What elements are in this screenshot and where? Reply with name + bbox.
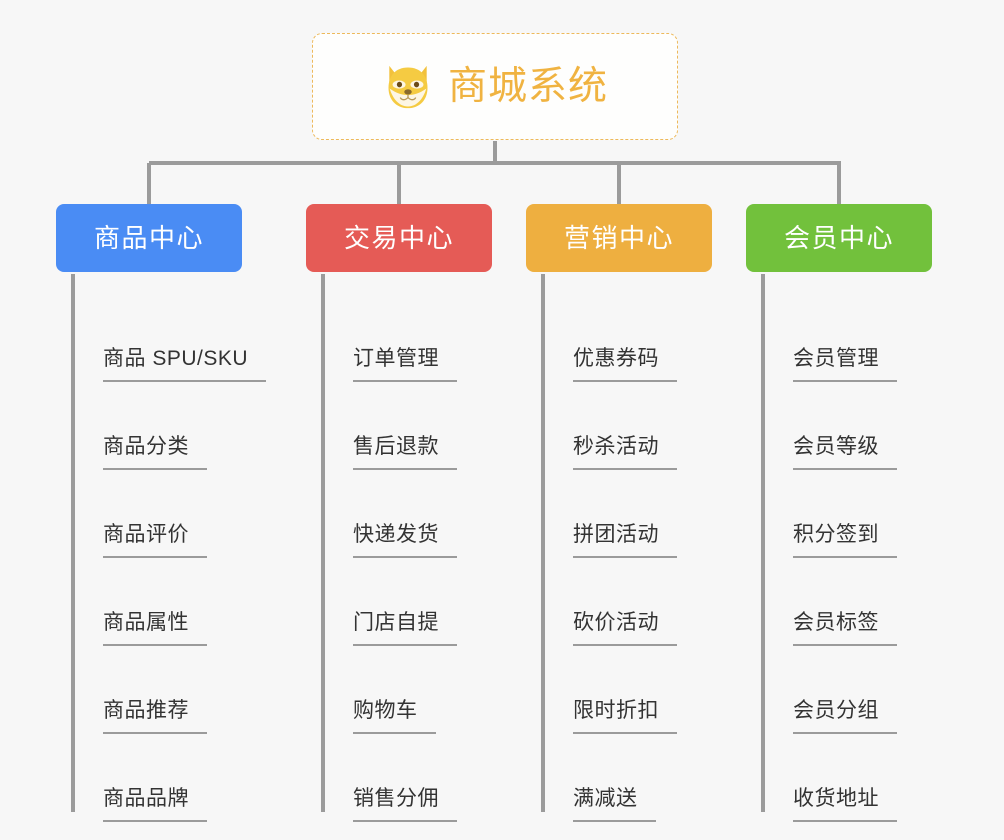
list-item[interactable]: 快递发货: [323, 470, 496, 558]
leaf-label: 商品品牌: [103, 788, 207, 822]
list-item[interactable]: 门店自提: [323, 558, 496, 646]
list-item[interactable]: 满减送: [543, 734, 716, 822]
leaf-label: 砍价活动: [573, 612, 677, 646]
leaf-label: 会员标签: [793, 612, 897, 646]
list-item[interactable]: 会员管理: [763, 294, 936, 382]
list-item[interactable]: 限时折扣: [543, 646, 716, 734]
leaf-label: 优惠券码: [573, 348, 677, 382]
list-item[interactable]: 秒杀活动: [543, 382, 716, 470]
leaf-label: 商品分类: [103, 436, 207, 470]
list-item[interactable]: 销售分佣: [323, 734, 496, 822]
list-item[interactable]: 商品属性: [73, 558, 246, 646]
category-label-2: 营销中心: [563, 223, 674, 253]
category-column-3: 会员中心 会员管理 会员等级 积分签到 会员标签 会员分组 收货地址: [746, 204, 936, 822]
leaf-list-0: 商品 SPU/SKU 商品分类 商品评价 商品属性 商品推荐 商品品牌: [73, 294, 267, 822]
list-item[interactable]: 收货地址: [763, 734, 936, 822]
leaf-label: 限时折扣: [573, 700, 677, 734]
list-item[interactable]: 会员分组: [763, 646, 936, 734]
leaf-label: 收货地址: [793, 788, 897, 822]
leaf-list-1: 订单管理 售后退款 快递发货 门店自提 购物车 销售分佣: [323, 294, 496, 822]
list-item[interactable]: 砍价活动: [543, 558, 716, 646]
category-header-3[interactable]: 会员中心: [746, 204, 932, 272]
leaf-label: 积分签到: [793, 524, 897, 558]
category-header-0[interactable]: 商品中心: [56, 204, 242, 272]
list-item[interactable]: 商品品牌: [73, 734, 246, 822]
leaf-label: 购物车: [353, 700, 436, 734]
leaf-label: 商品推荐: [103, 700, 207, 734]
dog-face-icon: [388, 65, 428, 108]
list-item[interactable]: 商品分类: [73, 382, 246, 470]
category-column-1: 交易中心 订单管理 售后退款 快递发货 门店自提 购物车 销售分佣: [306, 204, 496, 822]
list-item[interactable]: 会员标签: [763, 558, 936, 646]
leaf-label: 订单管理: [353, 348, 457, 382]
list-item[interactable]: 优惠券码: [543, 294, 716, 382]
leaf-list-3: 会员管理 会员等级 积分签到 会员标签 会员分组 收货地址: [763, 294, 936, 822]
list-item[interactable]: 订单管理: [323, 294, 496, 382]
list-item[interactable]: 积分签到: [763, 470, 936, 558]
list-item[interactable]: 购物车: [323, 646, 496, 734]
leaf-label: 售后退款: [353, 436, 457, 470]
leaf-label: 商品评价: [103, 524, 207, 558]
list-item[interactable]: 商品推荐: [73, 646, 246, 734]
list-item[interactable]: 商品 SPU/SKU: [73, 294, 267, 382]
category-label-3: 会员中心: [783, 223, 894, 253]
leaf-label: 会员等级: [793, 436, 897, 470]
root-node[interactable]: 商城系统: [312, 33, 678, 140]
category-column-0: 商品中心 商品 SPU/SKU 商品分类 商品评价 商品属性 商品推荐 商品品牌: [56, 204, 267, 822]
leaf-label: 商品 SPU/SKU: [103, 348, 267, 382]
category-label-0: 商品中心: [93, 223, 204, 253]
category-header-1[interactable]: 交易中心: [306, 204, 492, 272]
list-item[interactable]: 商品评价: [73, 470, 246, 558]
list-item[interactable]: 售后退款: [323, 382, 496, 470]
category-column-2: 营销中心 优惠券码 秒杀活动 拼团活动 砍价活动 限时折扣 满减送: [526, 204, 716, 822]
category-header-2[interactable]: 营销中心: [526, 204, 712, 272]
leaf-label: 会员管理: [793, 348, 897, 382]
leaf-label: 拼团活动: [573, 524, 677, 558]
leaf-label: 销售分佣: [353, 788, 457, 822]
leaf-label: 快递发货: [353, 524, 457, 558]
category-label-1: 交易中心: [343, 223, 454, 253]
list-item[interactable]: 会员等级: [763, 382, 936, 470]
leaf-label: 秒杀活动: [573, 436, 677, 470]
leaf-label: 商品属性: [103, 612, 207, 646]
leaf-list-2: 优惠券码 秒杀活动 拼团活动 砍价活动 限时折扣 满减送: [543, 294, 716, 822]
root-title: 商城系统: [447, 65, 608, 108]
list-item[interactable]: 拼团活动: [543, 470, 716, 558]
leaf-label: 满减送: [573, 788, 656, 822]
leaf-label: 门店自提: [353, 612, 457, 646]
leaf-label: 会员分组: [793, 700, 897, 734]
